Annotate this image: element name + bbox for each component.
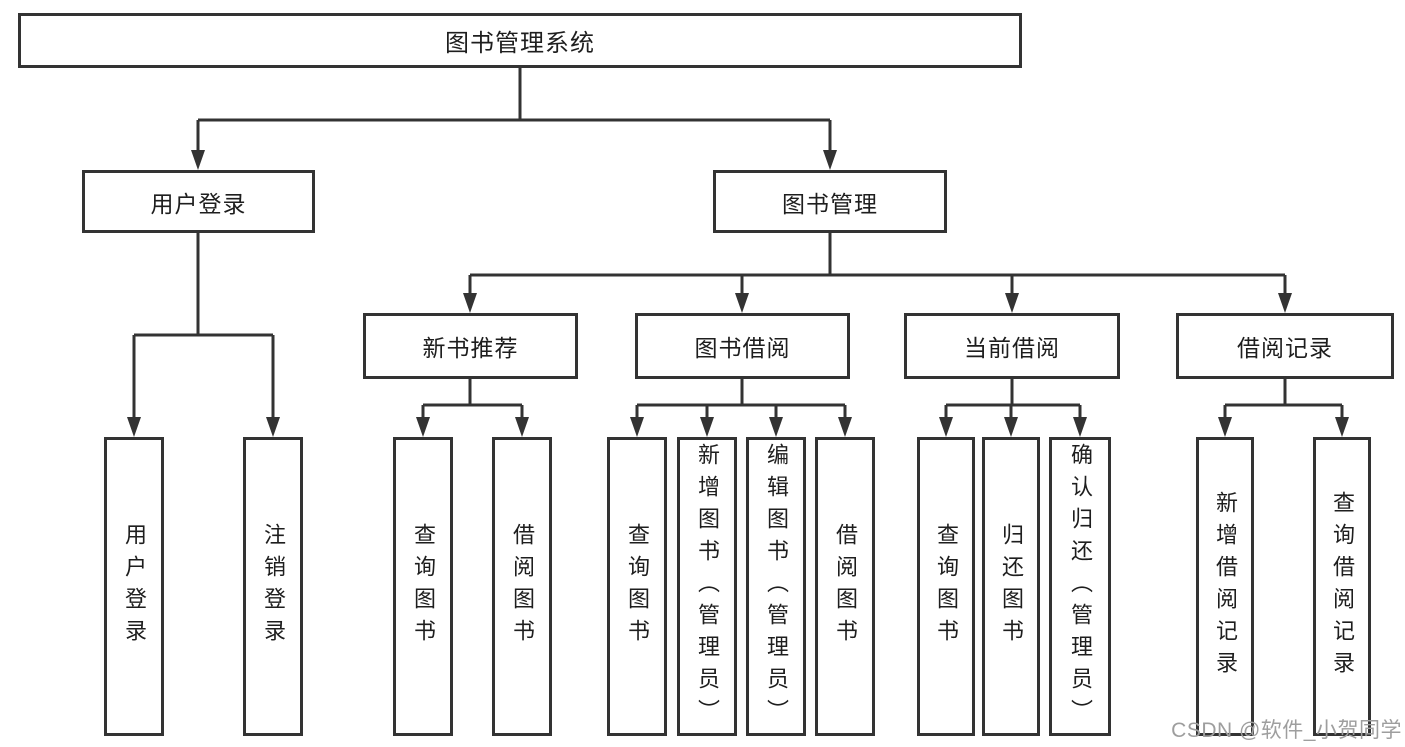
leaf-recommend-query-books: 查询图书 [393,437,453,736]
leaf-current-query-books: 查询图书 [917,437,975,736]
leaf-user-login-label: 用户登录 [122,522,147,651]
leaf-borrowing-query-books: 查询图书 [607,437,667,736]
leaf-recommend-borrow-books-label: 借阅图书 [510,522,535,651]
node-new-book-recommendation: 新书推荐 [363,313,578,379]
leaf-records-add-borrow-record-label: 新增借阅记录 [1213,490,1238,683]
leaf-records-query-borrow-record-label: 查询借阅记录 [1330,490,1355,683]
csdn-watermark: CSDN @软件_小贺同学 [1171,719,1402,742]
leaf-recommend-borrow-books: 借阅图书 [492,437,552,736]
leaf-borrowing-query-books-label: 查询图书 [625,522,650,651]
leaf-borrowing-borrow-books: 借阅图书 [815,437,875,736]
leaf-logout: 注销登录 [243,437,303,736]
node-book-borrowing: 图书借阅 [635,313,850,379]
node-current-borrowing: 当前借阅 [904,313,1120,379]
node-library-management-system: 图书管理系统 [18,13,1022,68]
leaf-records-add-borrow-record: 新增借阅记录 [1196,437,1254,736]
leaf-user-login: 用户登录 [104,437,164,736]
leaf-logout-label: 注销登录 [261,522,286,651]
leaf-current-confirm-return-admin-label: 确认归还（管理员） [1068,442,1093,731]
leaf-borrowing-borrow-books-label: 借阅图书 [833,522,858,651]
leaf-current-return-books: 归还图书 [982,437,1040,736]
node-borrowing-records: 借阅记录 [1176,313,1394,379]
arrowheads [127,150,1349,437]
leaf-records-query-borrow-record: 查询借阅记录 [1313,437,1371,736]
leaf-current-return-books-label: 归还图书 [999,522,1024,651]
leaf-recommend-query-books-label: 查询图书 [411,522,436,651]
leaf-borrowing-add-books-admin: 新增图书（管理员） [677,437,737,736]
node-book-management: 图书管理 [713,170,947,233]
leaf-borrowing-add-books-admin-label: 新增图书（管理员） [695,442,720,731]
leaf-current-confirm-return-admin: 确认归还（管理员） [1049,437,1111,736]
leaf-borrowing-edit-books-admin: 编辑图书（管理员） [746,437,806,736]
leaf-borrowing-edit-books-admin-label: 编辑图书（管理员） [764,442,789,731]
node-user-login: 用户登录 [82,170,315,233]
leaf-current-query-books-label: 查询图书 [934,522,959,651]
